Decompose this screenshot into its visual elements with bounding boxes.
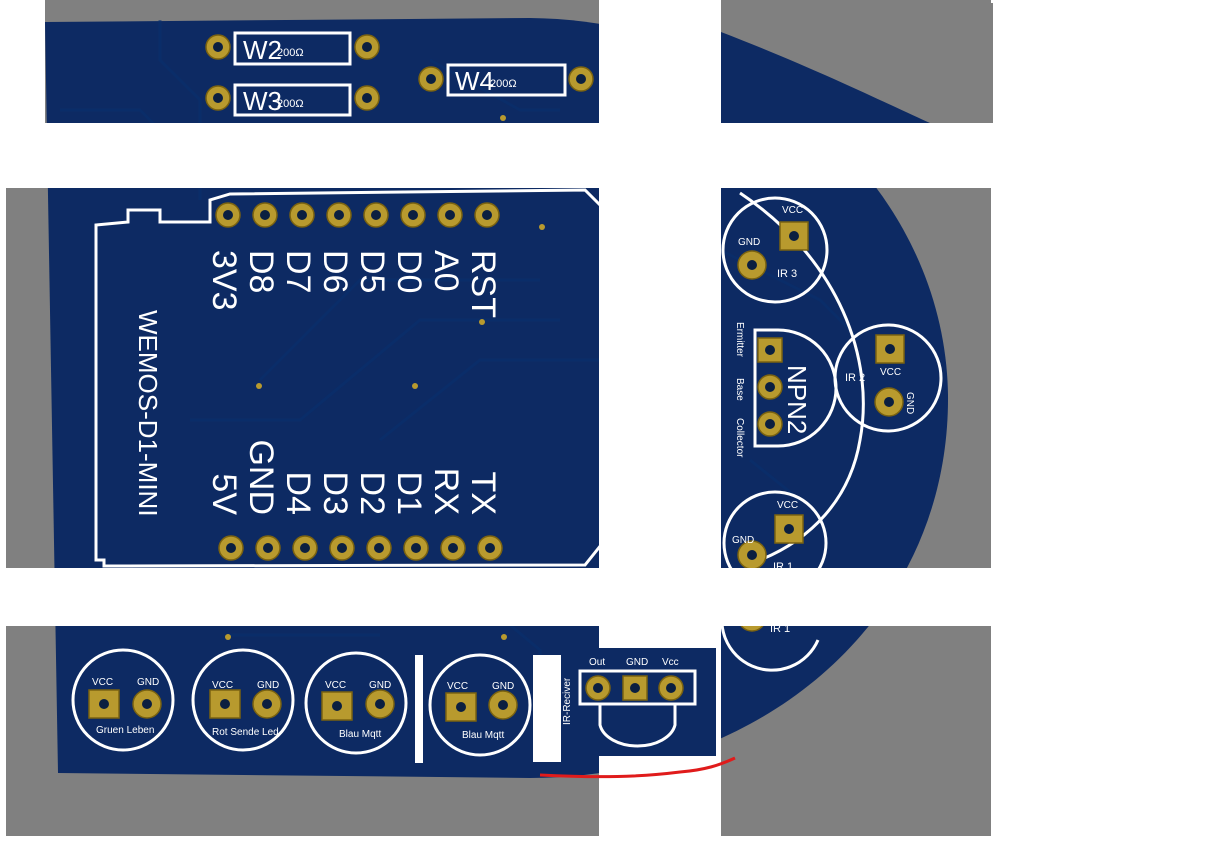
ir1-vcc-label: VCC	[777, 500, 798, 511]
wemos-top-pad-d0-hole	[408, 210, 418, 220]
resistor-ref: W4	[455, 66, 494, 96]
wemos-top-pad-a0-hole	[445, 210, 455, 220]
ir3-name: IR 3	[777, 268, 797, 280]
wemos-top-pin-labels: 3V3 D8 D7 D6 D5 D0 A0 RST	[205, 250, 502, 318]
npn-pin-base: Base	[734, 378, 745, 401]
led4-vcc: VCC	[447, 681, 468, 692]
wemos-top-pad-rst-hole	[482, 210, 492, 220]
ir-sensor-2: VCC GND IR 2	[833, 323, 943, 433]
red-annotation-line	[539, 756, 736, 779]
pin-label-d1: D1	[390, 472, 428, 515]
resistor-ref: W2	[243, 35, 282, 65]
pin-label-d5: D5	[353, 250, 391, 293]
led-rot: VCC GND Rot Sende Led	[191, 648, 295, 752]
led3-vcc: VCC	[325, 680, 346, 691]
pin-label-rst: RST	[464, 250, 502, 318]
pin-label-d7: D7	[279, 250, 317, 293]
resistor-value: 200Ω	[490, 78, 517, 90]
pin-label-d8: D8	[242, 250, 280, 293]
right-edge-line	[991, 0, 993, 836]
led3-gnd: GND	[369, 680, 391, 691]
wemos-title: WEMOS-D1-MINI	[133, 310, 163, 517]
ir-receiver-pin-out: Out	[589, 657, 605, 668]
led1-gnd: GND	[137, 677, 159, 688]
led2-vcc: VCC	[212, 680, 233, 691]
pin-label-gnd: GND	[242, 439, 280, 515]
ir-receiver: Out GND Vcc IR-Reciver	[561, 648, 716, 756]
wemos-bottom-pad-5v-hole	[226, 543, 236, 553]
wemos-top-pad-d7-hole	[297, 210, 307, 220]
wemos-bottom-pad-gnd-hole	[263, 543, 273, 553]
wemos-top-pad-d5-hole	[371, 210, 381, 220]
strip-top-edge	[599, 0, 721, 3]
ir3-gnd-label: GND	[738, 237, 760, 248]
wemos-top-pad-3v3-hole	[223, 210, 233, 220]
led1-name: Gruen Leben	[96, 725, 154, 736]
pin-label-5v: 5V	[205, 473, 243, 515]
board-top-right-fragment	[721, 32, 930, 123]
wemos-bottom-pad-d4-hole	[300, 543, 310, 553]
wemos-bottom-pad-d2-hole	[374, 543, 384, 553]
resistor-w4: W4 200Ω	[418, 63, 594, 97]
pin-label-d6: D6	[316, 250, 354, 293]
ir2-vcc-label: VCC	[880, 367, 901, 378]
wemos-bottom-pin-labels: 5V GND D4 D3 D2 D1 RX TX	[205, 439, 502, 515]
wemos-top-pin-row	[215, 202, 500, 228]
led4-gnd: GND	[492, 681, 514, 692]
resistor-value: 200Ω	[277, 47, 304, 59]
ir1-gnd-label: GND	[732, 535, 754, 546]
wemos-top-pad-d8-hole	[260, 210, 270, 220]
led3-name: Blau Mqtt	[339, 729, 381, 740]
wemos-bottom-pin-row	[218, 535, 503, 561]
pin-label-d4: D4	[279, 472, 317, 515]
resistor-w3: W3 200Ω	[205, 83, 380, 117]
npn-transistor: NPN2 Ermitter Base Collector	[734, 322, 838, 458]
resistor-value: 200Ω	[277, 98, 304, 110]
pin-label-3v3: 3V3	[205, 250, 243, 311]
ir-receiver-pin-vcc: Vcc	[662, 657, 679, 668]
ir-receiver-name: IR-Reciver	[562, 677, 573, 725]
wemos-top-pad-d6-hole	[334, 210, 344, 220]
divider-bar	[415, 655, 423, 763]
wemos-module: WEMOS-D1-MINI	[94, 188, 607, 568]
npn-pin-collector: Collector	[734, 418, 745, 458]
wemos-bottom-pad-d1-hole	[411, 543, 421, 553]
led4-name: Blau Mqtt	[462, 730, 504, 741]
wemos-bottom-pad-tx-hole	[485, 543, 495, 553]
ir2-name: IR 2	[845, 372, 865, 384]
ir2-gnd-label: GND	[904, 392, 915, 414]
led2-name: Rot Sende Led	[212, 727, 279, 738]
vias	[225, 115, 545, 640]
ir3-vcc-label: VCC	[782, 205, 803, 216]
wemos-bottom-pad-rx-hole	[448, 543, 458, 553]
npn-pin-emitter: Ermitter	[734, 322, 745, 358]
led1-vcc: VCC	[92, 677, 113, 688]
white-block	[533, 655, 561, 762]
led2-gnd: GND	[257, 680, 279, 691]
pin-label-rx: RX	[427, 468, 465, 515]
wemos-bottom-pad-d3-hole	[337, 543, 347, 553]
npn-name: NPN2	[782, 365, 812, 434]
resistor-w2: W2 200Ω	[205, 31, 380, 66]
led-blau-2: VCC GND Blau Mqtt	[428, 653, 532, 757]
ir-receiver-pin-gnd: GND	[626, 657, 648, 668]
ir-sensor-3: VCC GND IR 3	[721, 196, 829, 304]
led-gruen: VCC GND Gruen Leben	[71, 648, 175, 752]
pin-label-a0: A0	[427, 250, 465, 292]
pin-label-d3: D3	[316, 472, 354, 515]
pin-label-d2: D2	[353, 472, 391, 515]
resistor-ref: W3	[243, 86, 282, 116]
led-blau-1: VCC GND Blau Mqtt	[304, 651, 408, 755]
pin-label-tx: TX	[464, 472, 502, 515]
pin-label-d0: D0	[390, 250, 428, 293]
